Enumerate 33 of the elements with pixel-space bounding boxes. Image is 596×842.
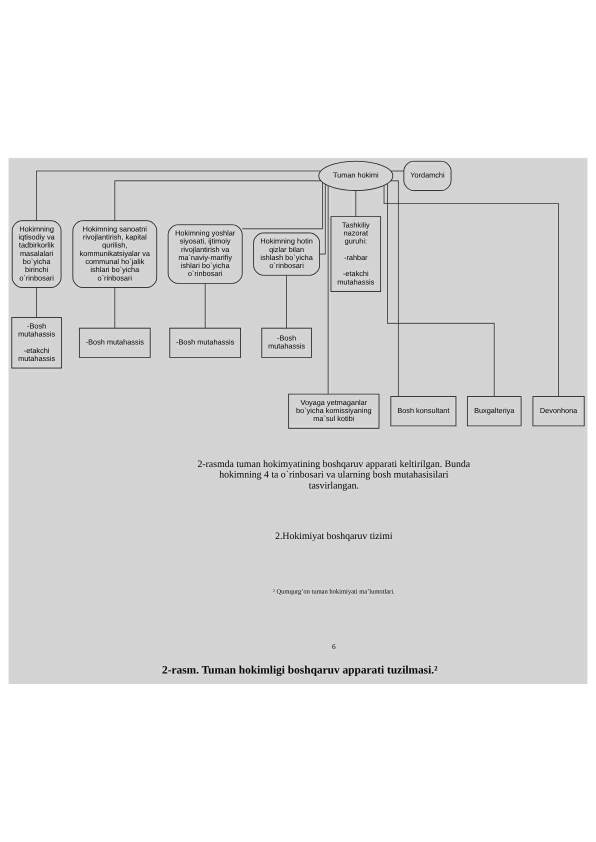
- label: 6: [332, 642, 336, 652]
- node-box: Buxgalteriya: [466, 396, 522, 426]
- node-box: Yordamchi: [403, 160, 452, 191]
- node-box: -Bosh mutahassis: [78, 328, 151, 358]
- connector: [286, 274, 287, 329]
- connector: [320, 184, 326, 254]
- node-box: Hokimning hotin qizlar bilan ishlash bo`yicha o`rinbosari: [253, 232, 320, 276]
- node-box: -Bosh mutahassis: [169, 328, 241, 358]
- connector: [355, 190, 356, 217]
- node-box: Devonhona: [532, 396, 585, 426]
- caption: 2-rasm. Tuman hokimligi boshqaruv apparati tuzilmasi.²: [162, 664, 438, 677]
- node-box: Voyaga yetmaganlar bo`yicha komissiyaning ma`sul kotibi: [288, 394, 380, 429]
- node-box: Hokimning sanoatni rivojlantirish, kapital qurilish, kommunikatsiyalar va communal ho`jalik ishlari bo`yicha o`rinbosari: [72, 220, 158, 288]
- label: 2.Hokimiyat boshqaruv tizimi: [275, 531, 393, 542]
- connector: [36, 287, 38, 318]
- connector: [36, 170, 322, 221]
- node-box: Tashkiliy nazorat guruhi: -rahbar -etakchi mutahassis: [330, 216, 382, 292]
- connector: [242, 182, 323, 230]
- connector: [390, 180, 399, 397]
- connector: [384, 185, 559, 397]
- connector: [204, 283, 206, 328]
- connector: [387, 183, 495, 397]
- label: 2-rasmda tuman hokimyatining boshqaruv apparati keltirilgan. Bunda hokimning 4 ta o`rinbosari va ularning bosh mutahasisilari tasvirlangan.: [198, 459, 470, 492]
- node-box: -Bosh mutahassis: [261, 328, 312, 358]
- node-box: Bosh konsultant: [390, 396, 456, 426]
- node-ellipse: Tuman hokimi: [318, 160, 394, 191]
- connector: [114, 287, 116, 328]
- connector: [328, 185, 329, 394]
- node-box: Hokimning iqtisodiy va tadbirkorlik masalalari bo`yicha birinchi o`rinbosari: [12, 220, 62, 288]
- node-box: Hokimning yoshlar siyosati, ijtimoiy rivojlantirish va ma`naviy-marifiy ishlari bo`yicha o`rinbosari: [168, 224, 243, 284]
- connector: [114, 180, 322, 222]
- node-box: -Bosh mutahassis -etakchi mutahassis: [11, 317, 62, 368]
- connector: [390, 170, 404, 172]
